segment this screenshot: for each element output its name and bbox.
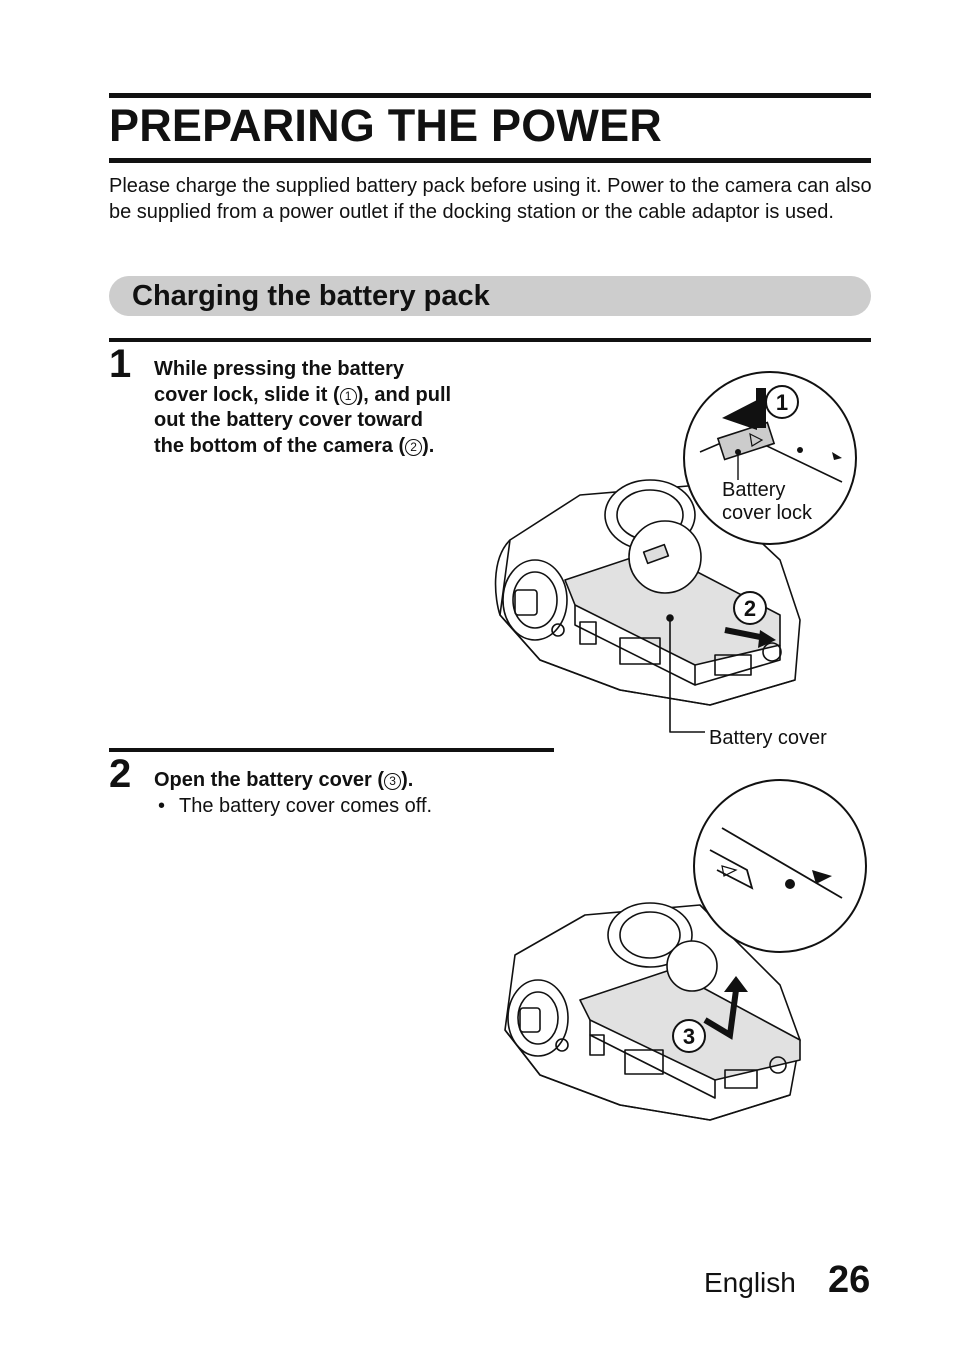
intro-paragraph: Please charge the supplied battery pack …: [109, 175, 872, 223]
header-rule-bottom: [109, 158, 871, 163]
step-2-number: 2: [109, 752, 132, 796]
step-1-text-a: While pressing the battery cover lock, s…: [154, 358, 405, 406]
step-1-mark-1: 1: [339, 387, 357, 405]
step-1-rule: [109, 338, 871, 342]
step-2-bullet-text: The battery cover comes off.: [179, 795, 433, 817]
step-2-text-b: ).: [401, 769, 414, 791]
callout-lock-line-2: cover lock: [722, 502, 813, 524]
camera-illustration-1: 2: [494, 479, 801, 733]
header-rule-top: [109, 93, 871, 98]
lock-zoom-circle: 1: [683, 371, 857, 545]
footer-language: English: [704, 1267, 796, 1298]
camera-illustration-2: 3: [504, 902, 801, 1121]
step-2-mark-3: 3: [384, 773, 402, 790]
marker-3: 3: [683, 1024, 695, 1049]
callout-lock-line-1: Battery: [722, 479, 786, 501]
step-1-text-c: ).: [422, 434, 435, 457]
step-1-instruction: While pressing the battery cover lock, s…: [154, 357, 454, 459]
cover-zoom-circle: [693, 779, 867, 953]
step-2-bullet: • The battery cover comes off.: [158, 794, 432, 819]
callout-battery-cover-lock: Battery cover lock: [722, 479, 812, 525]
section-heading-bar: [109, 276, 871, 316]
step-2-instruction: Open the battery cover (3).: [154, 768, 494, 794]
marker-1: 1: [776, 390, 788, 415]
step-2-text-a: Open the battery cover (: [154, 769, 385, 791]
section-title: Charging the battery pack: [132, 280, 490, 312]
marker-2: 2: [744, 596, 756, 621]
page-number: 26: [828, 1259, 871, 1301]
step-1-text-b: ), and pull out the battery cover toward…: [154, 383, 452, 457]
bullet-marker: •: [158, 795, 166, 817]
page-title: PREPARING THE POWER: [109, 100, 663, 151]
step-1-mark-2: 2: [405, 438, 423, 456]
callout-battery-cover: Battery cover: [709, 727, 827, 749]
step-2-rule: [109, 748, 554, 752]
step-1-number: 1: [109, 342, 132, 386]
